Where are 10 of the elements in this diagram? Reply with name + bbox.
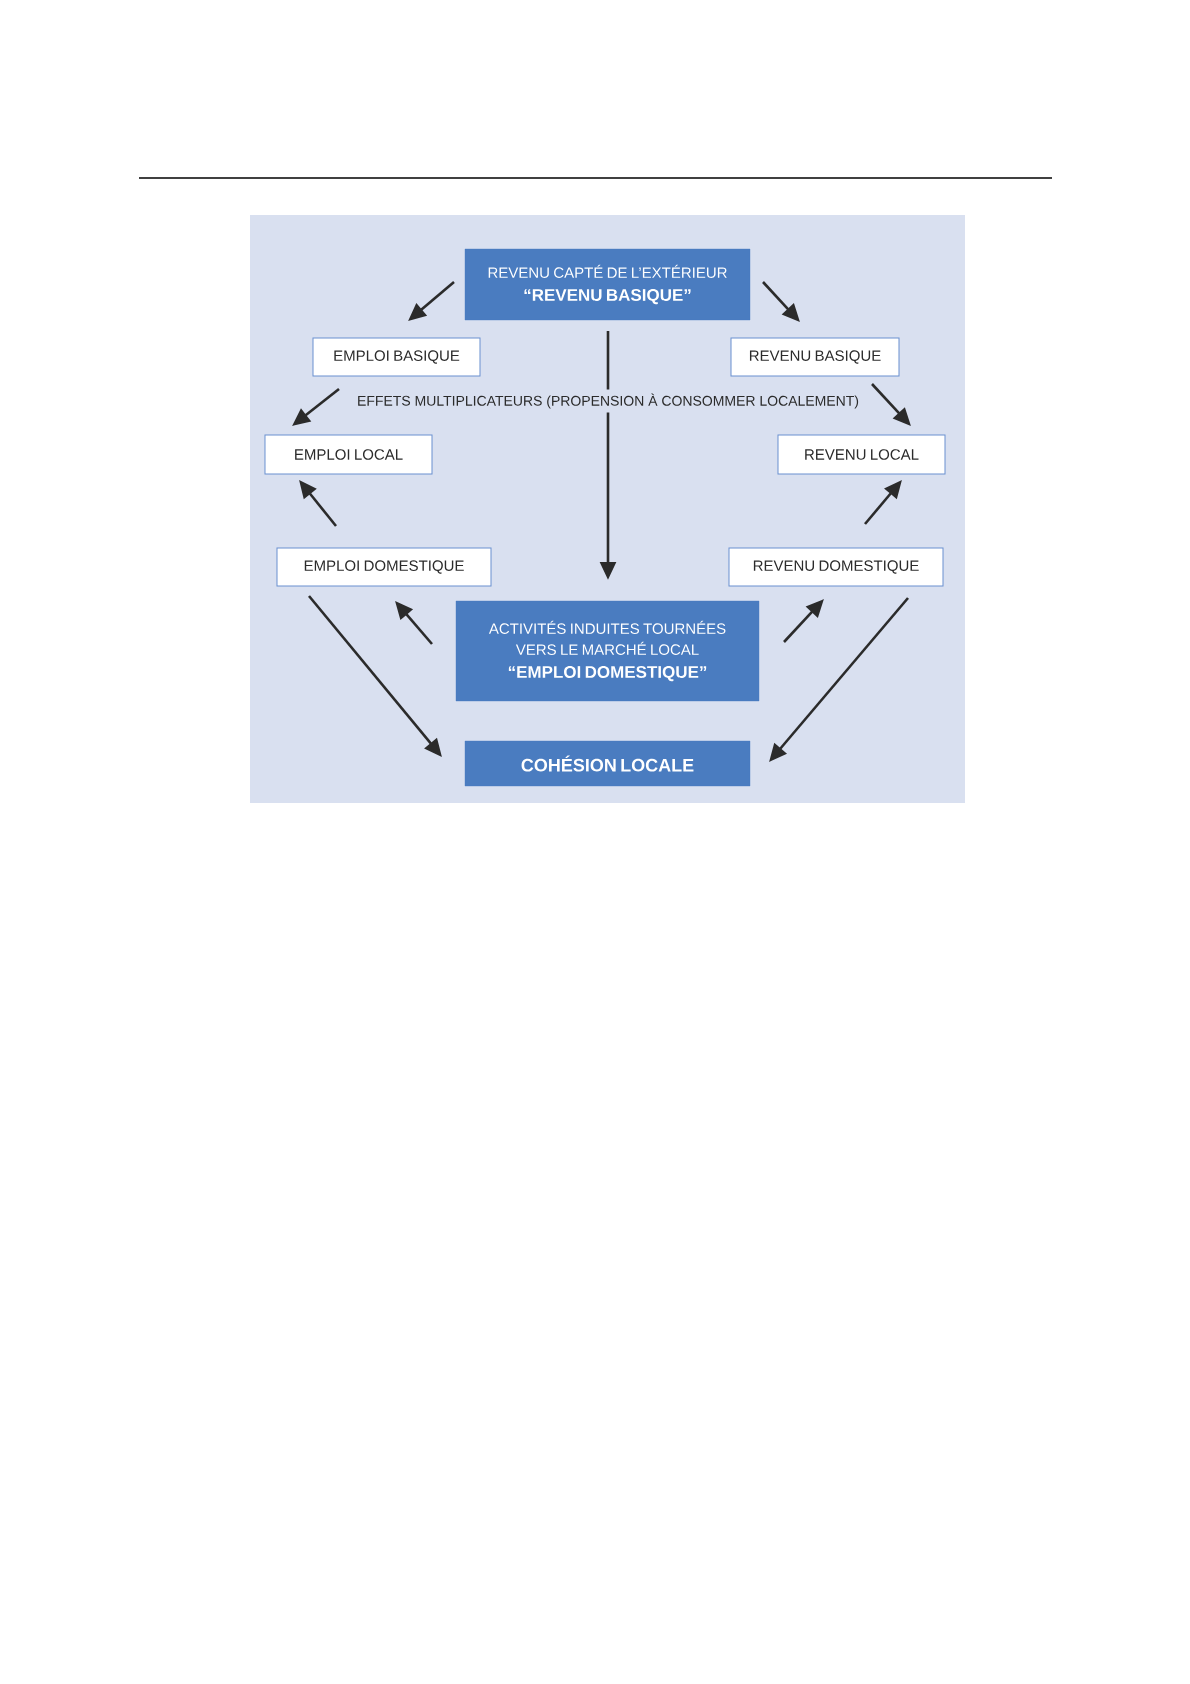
edge-label: EFFETS MULTIPLICATEURS (PROPENSION À CONSOMMER LOCALEMENT): [353, 389, 863, 413]
highlight-box: REVENU CAPTÉ DE L’EXTÉRIEUR “REVENU BASIQUE”: [464, 248, 751, 321]
highlight-box: ACTIVITÉS INDUITES TOURNÉES VERS LE MARCHÉ LOCAL “EMPLOI DOMESTIQUE”: [455, 600, 760, 702]
text-box: REVENU BASIQUE: [730, 337, 900, 377]
text-box: EMPLOI LOCAL: [264, 434, 433, 475]
highlight-box: COHÉSION LOCALE: [464, 740, 751, 787]
text-box: REVENU LOCAL: [777, 434, 946, 475]
text-box: EMPLOI BASIQUE: [312, 337, 481, 377]
text-box: EMPLOI DOMESTIQUE: [276, 547, 492, 587]
text-box: REVENU DOMESTIQUE: [728, 547, 944, 587]
